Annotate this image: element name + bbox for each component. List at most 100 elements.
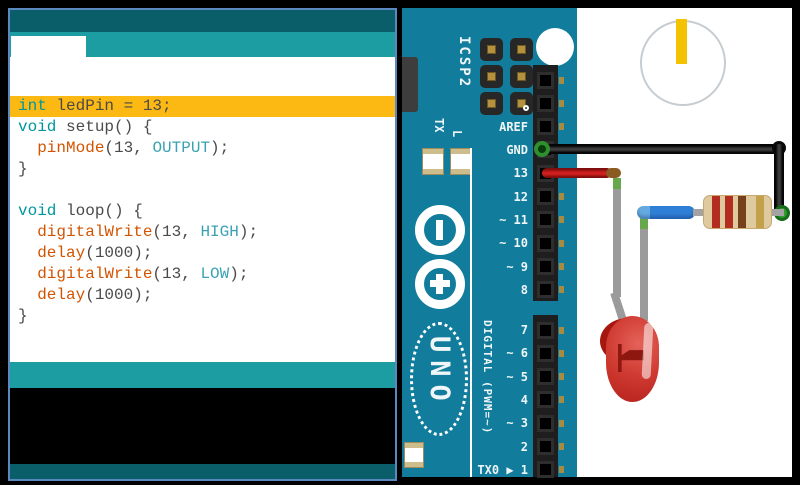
resistor-lead-right [770,209,784,216]
pin-hole [537,461,554,479]
pin-hole [537,94,554,112]
pin-label-gnd: GND [506,142,528,157]
ide-footer-bar [10,464,395,479]
resistor-band [712,196,720,228]
gold-pad [559,239,564,247]
pin-label-13: 13 [513,166,528,181]
led [600,316,659,402]
gold-pad [559,99,564,107]
icsp-pin [480,65,503,88]
ide-window: int ledPin = 13;void setup() { pinMode(1… [8,8,397,481]
icsp-pin [510,38,533,61]
gold-pad [559,286,564,294]
pin-hole [537,368,554,386]
gnd-wire-vertical [774,144,784,214]
gold-pad [559,326,564,334]
pin-hole [537,391,554,409]
resistor-lead-left [693,209,705,216]
gold-pad [559,396,564,404]
gold-pad [559,349,564,357]
gold-pad [559,466,564,474]
pin-label-tx01: TX0 ▶ 1 [477,462,528,477]
pin-label-8: 8 [520,282,528,297]
mounting-hole [536,28,574,66]
pin-label-6: ~ 6 [506,346,528,361]
gold-pad [559,216,564,224]
pin-hole [537,118,554,136]
sketch-tab[interactable] [11,36,86,57]
led-cathode-joint [640,217,648,231]
resistor-band [738,196,746,228]
pin13-wire-cap [606,168,621,178]
code-line-highlighted: int ledPin = 13; [10,96,395,117]
gold-pad [559,419,564,427]
pin-hole [537,188,554,206]
tx-label: TX [432,118,446,133]
silkscreen-line [470,148,472,477]
gnd-connector [534,141,550,157]
code-line: digitalWrite(13, LOW); [37,265,249,283]
gnd-wire-horizontal [542,144,784,154]
pin-label-10: ~ 10 [499,236,528,251]
code-line: void loop() { [18,202,143,220]
code-line: } [18,307,28,325]
ide-status-bar [10,362,395,388]
ide-toolbar [10,32,395,57]
resistor [703,195,772,229]
gold-pad [559,123,564,131]
smd-component [404,442,424,468]
icsp-pin [510,65,533,88]
led-leg-right [640,229,648,321]
pin-hole [537,234,554,252]
resistor-band [725,196,733,228]
code-line: digitalWrite(13, HIGH); [37,223,259,241]
pin-hole [537,258,554,276]
pin-label-aref: AREF [499,119,528,134]
signal-wire [637,206,695,219]
icsp-pin [480,38,503,61]
arduino-board: ICSP2 TX L UNO DIGITAL (PWM=~) AREF [402,8,577,479]
led-leg-left [613,189,621,297]
resistor-band [756,196,764,228]
logo-minus [436,220,443,240]
code-editor[interactable]: int ledPin = 13;void setup() { pinMode(1… [10,57,395,362]
uno-badge [410,322,468,436]
pin-hole [537,281,554,299]
icsp-label: ICSP2 [456,36,472,89]
pin-label-11: ~ 11 [499,212,528,227]
icsp-pin [510,92,533,115]
pin-hole [537,71,554,89]
uno-label: UNO [424,336,455,409]
pin-hole [537,438,554,456]
ide-title-bar [10,10,395,32]
ide-console [10,388,395,464]
pin-label-12: 12 [513,189,528,204]
gold-pad [559,76,564,84]
code-lines: int ledPin = 13;void setup() { pinMode(1… [10,96,395,327]
pin-label-7: 7 [520,323,528,337]
icsp-pin [480,92,503,115]
circuit-panel: ICSP2 TX L UNO DIGITAL (PWM=~) AREF [402,8,792,479]
gold-pad [559,193,564,201]
pin-hole [537,211,554,229]
icsp-pin1-marker [523,105,529,111]
code-line [10,180,395,201]
pin-hole [537,344,554,362]
gold-pad [559,263,564,271]
dial-pointer [676,19,687,64]
pin-label-9: ~ 9 [506,259,528,274]
pin-hole [537,321,554,339]
code-line: delay(1000); [37,286,153,304]
pin13-wire [542,168,612,178]
code-line: delay(1000); [37,244,153,262]
pin-label-4: 4 [520,392,528,407]
led-anode-joint [613,178,621,191]
gold-pad [559,373,564,381]
code-line: pinMode(13, OUTPUT); [37,139,230,157]
usb-connector [402,57,418,112]
tx-led [422,148,444,175]
pin-hole [537,414,554,432]
pin-label-3: ~ 3 [506,416,528,431]
pin-label-5: ~ 5 [506,369,528,384]
